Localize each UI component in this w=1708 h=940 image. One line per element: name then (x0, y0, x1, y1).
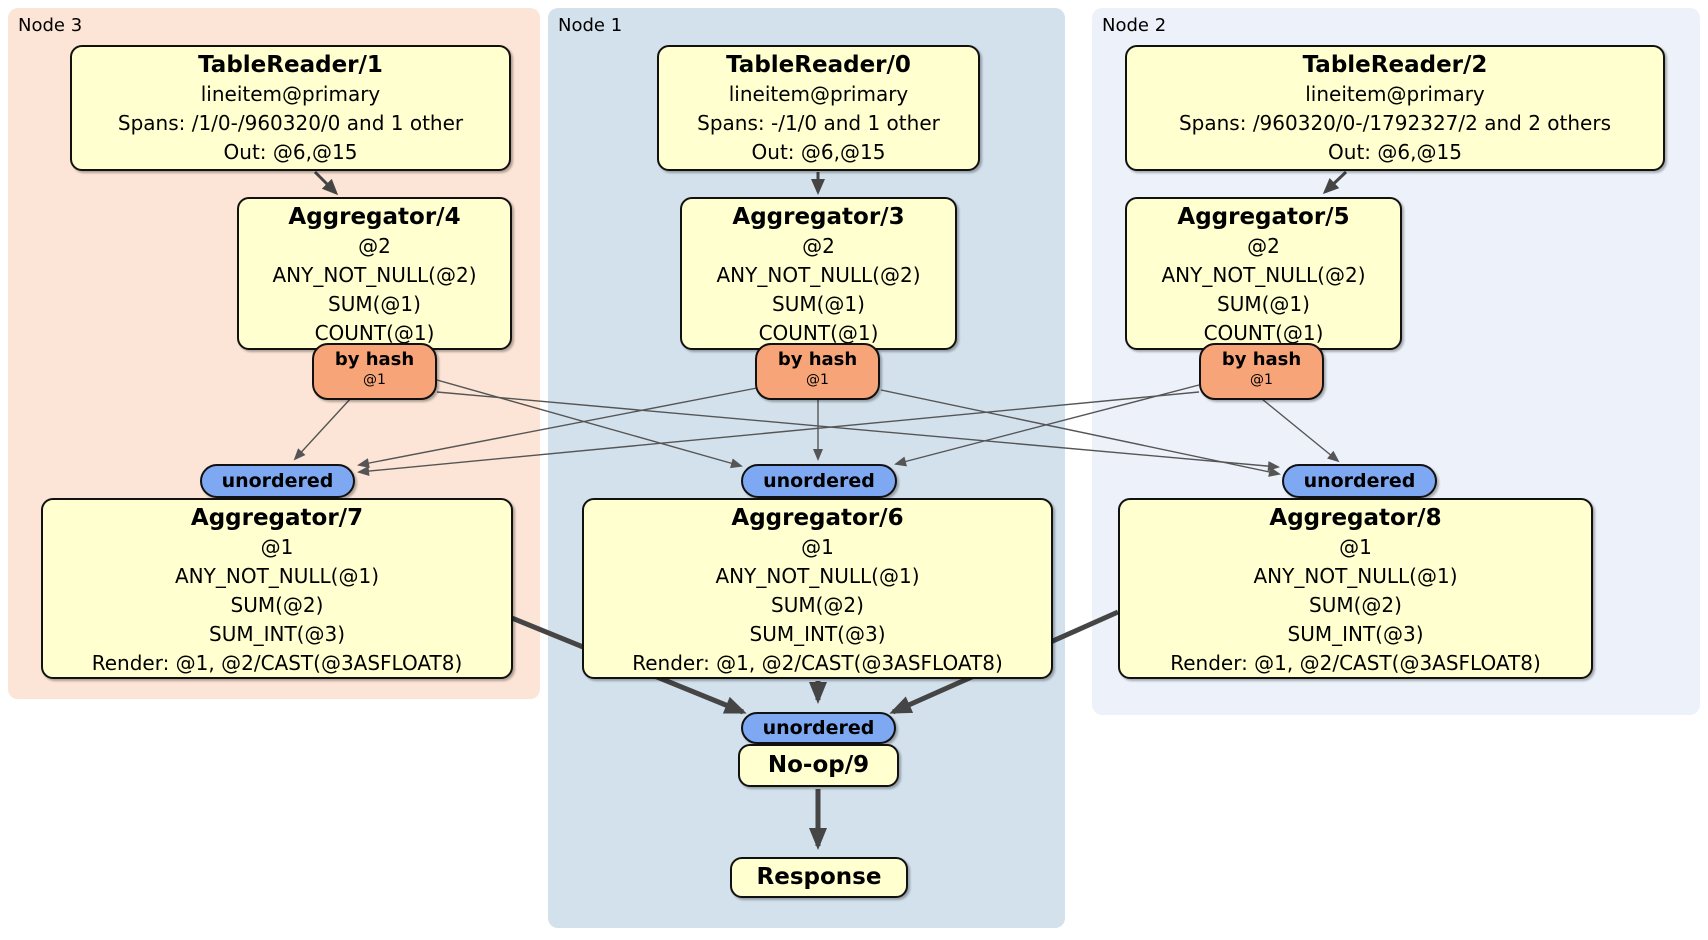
edge-hash5-sync-right (1261, 398, 1340, 463)
processor-line: Spans: -/1/0 and 1 other (697, 111, 940, 135)
processor-line: Spans: /1/0-/960320/0 and 1 other (117, 111, 464, 135)
processor-line: ANY_NOT_NULL(@2) (272, 263, 477, 287)
processor-line: @2 (1247, 234, 1280, 258)
processor-line: ANY_NOT_NULL(@2) (1161, 263, 1366, 287)
processor-line: COUNT(@1) (314, 321, 435, 345)
sync-label: unordered (1303, 470, 1416, 492)
processor-title: Aggregator/6 (731, 505, 904, 531)
edge-hash1-sync-right (880, 389, 1281, 477)
processor-line: lineitem@primary (728, 82, 909, 106)
router-detail: @1 (1250, 372, 1273, 388)
edge-hash1-sync-left (357, 387, 758, 469)
processor-line: SUM(@1) (772, 292, 865, 316)
processor-line: SUM(@2) (230, 593, 324, 617)
router-detail: @1 (806, 372, 829, 388)
processor-title: TableReader/2 (1302, 52, 1488, 78)
edge-tr2-agg5 (1322, 170, 1348, 195)
processor-line: @2 (802, 234, 835, 258)
router-label: by hash (777, 349, 858, 370)
router-label: by hash (334, 349, 415, 370)
processor-aggregator-4: Aggregator/4 @2 ANY_NOT_NULL(@2) SUM(@1)… (237, 197, 512, 350)
processor-title: Aggregator/5 (1177, 204, 1350, 230)
edge-hash3-sync-right (436, 391, 1280, 472)
processor-line: Out: @6,@15 (223, 140, 358, 164)
processor-line: ANY_NOT_NULL(@1) (175, 564, 379, 588)
processor-line: @1 (801, 535, 834, 559)
processor-title: Aggregator/4 (288, 204, 461, 230)
node-region-label: Node 1 (558, 15, 623, 36)
edge-hash3-sync-mid (436, 379, 743, 469)
processor-line: SUM_INT(@3) (749, 622, 886, 646)
processor-response: Response (730, 857, 908, 898)
router-by-hash-node1: by hash @1 (755, 343, 880, 400)
processor-line: ANY_NOT_NULL(@2) (716, 263, 921, 287)
processor-aggregator-5: Aggregator/5 @2 ANY_NOT_NULL(@2) SUM(@1)… (1125, 197, 1402, 350)
processor-aggregator-3: Aggregator/3 @2 ANY_NOT_NULL(@2) SUM(@1)… (680, 197, 957, 350)
edge-tr1-agg4 (313, 170, 339, 196)
edge-hash5-sync-left (357, 391, 1200, 477)
sync-unordered-node3: unordered (200, 464, 355, 498)
processor-title: TableReader/1 (198, 52, 383, 78)
node-region-label: Node 2 (1102, 15, 1167, 36)
processor-line: Out: @6,@15 (1328, 140, 1462, 164)
sync-unordered-node2: unordered (1282, 464, 1437, 498)
processor-line: SUM(@1) (1217, 292, 1310, 316)
processor-title: Aggregator/7 (190, 505, 364, 531)
processor-title: Response (756, 864, 882, 890)
processor-title: TableReader/0 (726, 52, 911, 78)
sync-label: unordered (762, 717, 875, 739)
processor-line: Render: @1, @2/CAST(@3ASFLOAT8) (632, 651, 1003, 675)
processor-aggregator-6: Aggregator/6 @1 ANY_NOT_NULL(@1) SUM(@2)… (582, 498, 1053, 679)
node-region-label: Node 3 (18, 15, 83, 36)
sync-label: unordered (221, 470, 334, 492)
processor-line: COUNT(@1) (758, 321, 879, 345)
processor-line: Spans: /960320/0-/1792327/2 and 2 others (1178, 111, 1611, 135)
sync-unordered-final: unordered (741, 712, 896, 744)
router-label: by hash (1221, 349, 1302, 370)
processor-tablereader-0: TableReader/0 lineitem@primary Spans: -/… (657, 45, 980, 171)
processor-line: COUNT(@1) (1203, 321, 1324, 345)
processor-aggregator-8: Aggregator/8 @1 ANY_NOT_NULL(@1) SUM(@2)… (1118, 498, 1593, 679)
processor-line: SUM_INT(@3) (1287, 622, 1424, 646)
processor-line: @1 (1339, 535, 1372, 559)
processor-tablereader-1: TableReader/1 lineitem@primary Spans: /1… (70, 45, 511, 171)
sync-label: unordered (763, 470, 875, 492)
processor-line: ANY_NOT_NULL(@1) (1253, 564, 1458, 588)
processor-line: SUM(@1) (328, 292, 421, 316)
processor-line: Render: @1, @2/CAST(@3ASFLOAT8) (1170, 651, 1541, 675)
edge-hash3-sync-left (293, 396, 353, 461)
processor-line: SUM(@2) (771, 593, 864, 617)
processor-line: ANY_NOT_NULL(@1) (715, 564, 920, 588)
processor-line: Render: @1, @2/CAST(@3ASFLOAT8) (91, 651, 463, 675)
processor-line: lineitem@primary (1305, 82, 1485, 106)
processor-aggregator-7: Aggregator/7 @1 ANY_NOT_NULL(@1) SUM(@2)… (41, 498, 513, 679)
router-detail: @1 (363, 372, 386, 388)
processor-title: Aggregator/8 (1269, 505, 1442, 531)
sync-unordered-node1: unordered (741, 464, 897, 498)
processor-line: Out: @6,@15 (751, 140, 886, 164)
processor-line: @1 (260, 535, 294, 559)
processor-line: SUM_INT(@3) (209, 622, 345, 646)
processor-noop-9: No-op/9 (738, 744, 899, 787)
processor-line: @2 (358, 234, 391, 258)
processor-title: No-op/9 (767, 752, 870, 778)
edge-hash5-sync-mid (894, 384, 1200, 467)
router-by-hash-node2: by hash @1 (1199, 343, 1324, 400)
router-by-hash-node3: by hash @1 (312, 343, 437, 400)
processor-line: SUM(@2) (1309, 593, 1402, 617)
processor-line: lineitem@primary (200, 82, 381, 106)
processor-title: Aggregator/3 (732, 204, 905, 230)
processor-tablereader-2: TableReader/2 lineitem@primary Spans: /9… (1125, 45, 1665, 171)
